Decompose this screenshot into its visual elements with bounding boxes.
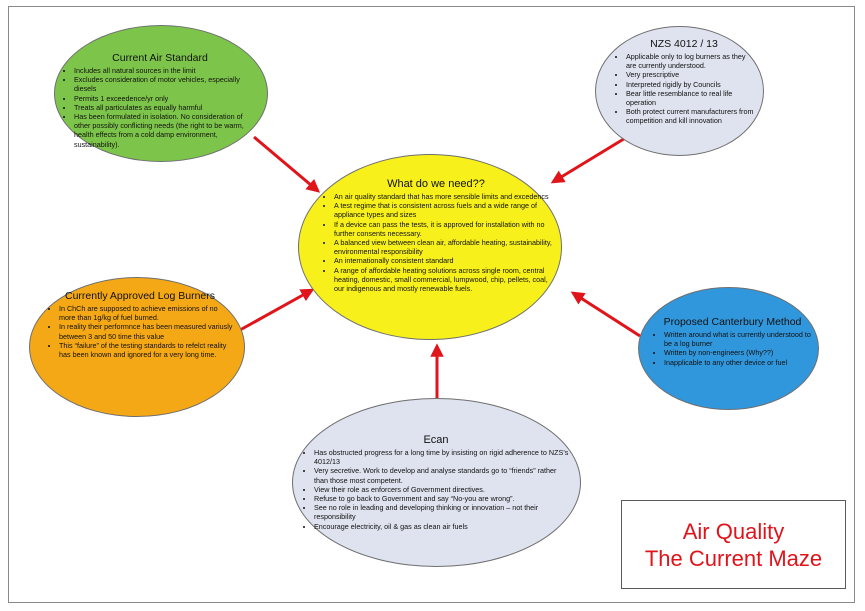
slide-frame: [8, 6, 855, 603]
list-item: Has obstructed progress for a long time …: [314, 448, 572, 466]
nzs-4012-list: Applicable only to log burners as they a…: [612, 52, 756, 126]
nzs-4012-content: NZS 4012 / 13 Applicable only to log bur…: [612, 38, 756, 126]
list-item: If a device can pass the tests, it is ap…: [334, 220, 552, 238]
arrow-canterbury-to-need: [570, 291, 641, 338]
list-item: Refuse to go back to Government and say …: [314, 494, 572, 503]
list-item: A balanced view between clean air, affor…: [334, 238, 552, 256]
list-item: Interpreted rigidly by Councils: [626, 80, 756, 89]
nzs-4012-title: NZS 4012 / 13: [650, 38, 718, 50]
list-item: Permits 1 exceedence/yr only: [74, 94, 260, 103]
list-item: This “failure” of the testing standards …: [59, 341, 235, 359]
currently-approved-content: Currently Approved Log Burners In ChCh a…: [45, 290, 235, 359]
list-item: Treats all particulates as equally harmf…: [74, 103, 260, 112]
title-box: Air Quality The Current Maze: [621, 500, 846, 589]
list-item: In ChCh are supposed to achieve emission…: [59, 304, 235, 322]
arrow-log-to-need: [239, 288, 315, 332]
list-item: In reality their performnce has been mea…: [59, 322, 235, 340]
ecan-list: Has obstructed progress for a long time …: [300, 448, 572, 531]
list-item: Very prescriptive: [626, 70, 756, 79]
list-item: Very secretive. Work to develop and anal…: [314, 466, 572, 484]
list-item: A test regime that is consistent across …: [334, 201, 552, 219]
list-item: Both protect current manufacturers from …: [626, 107, 756, 125]
what-do-we-need-content: What do we need?? An air quality standar…: [320, 178, 552, 293]
nzs-4012-bubble: [595, 26, 764, 156]
current-air-standard-bubble: [54, 25, 268, 162]
list-item: Encourage electricity, oil & gas as clea…: [314, 522, 572, 531]
what-do-we-need-bubble: [298, 154, 562, 340]
title-line-1: Air Quality: [682, 518, 785, 544]
current-air-standard-list: Includes all natural sources in the limi…: [60, 66, 260, 149]
arrow-nzs-to-need: [550, 135, 628, 184]
canterbury-method-content: Proposed Canterbury Method Written aroun…: [650, 316, 815, 367]
list-item: Inapplicable to any other device or fuel: [664, 358, 815, 367]
list-item: Applicable only to log burners as they a…: [626, 52, 756, 70]
canterbury-method-bubble: [638, 287, 819, 410]
list-item: View their role as enforcers of Governme…: [314, 485, 572, 494]
list-item: Bear little resemblance to real life ope…: [626, 89, 756, 107]
title-line-2: The Current Maze: [644, 545, 823, 571]
currently-approved-list: In ChCh are supposed to achieve emission…: [45, 304, 235, 359]
list-item: See no role in leading and developing th…: [314, 503, 572, 521]
list-item: Includes all natural sources in the limi…: [74, 66, 260, 75]
arrow-current-to-need: [253, 135, 321, 193]
list-item: An air quality standard that has more se…: [334, 192, 552, 201]
list-item: Excludes consideration of motor vehicles…: [74, 75, 260, 93]
ecan-content: Ecan Has obstructed progress for a long …: [300, 434, 572, 531]
list-item: Written by non-engineers (Why??): [664, 348, 815, 357]
currently-approved-bubble: [29, 277, 245, 417]
what-do-we-need-title: What do we need??: [387, 178, 485, 190]
current-air-standard-title: Current Air Standard: [112, 52, 208, 64]
canterbury-method-list: Written around what is currently underst…: [650, 330, 815, 367]
currently-approved-title: Currently Approved Log Burners: [65, 290, 215, 302]
what-do-we-need-list: An air quality standard that has more se…: [320, 192, 552, 293]
ecan-title: Ecan: [423, 434, 449, 446]
current-air-standard-content: Current Air Standard Includes all natura…: [60, 52, 260, 149]
ecan-bubble: [292, 398, 581, 567]
list-item: An internationally consistent standard: [334, 256, 552, 265]
list-item: Has been formulated in isolation. No con…: [74, 112, 260, 149]
list-item: A range of affordable heating solutions …: [334, 266, 552, 294]
list-item: Written around what is currently underst…: [664, 330, 815, 348]
canterbury-method-title: Proposed Canterbury Method: [663, 316, 802, 328]
